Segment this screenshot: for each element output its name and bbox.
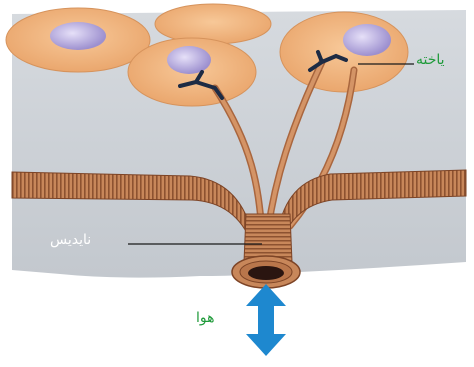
nucleus-top-left xyxy=(50,22,106,50)
trachea-label: نایدیس xyxy=(50,233,91,247)
cell-top-middle xyxy=(155,4,271,44)
air-label: هوا xyxy=(196,311,215,325)
spiracle xyxy=(232,256,300,288)
double-arrow-icon xyxy=(246,284,286,356)
cell-right xyxy=(280,12,408,92)
trachea-main-trunk xyxy=(244,214,292,262)
nucleus-right xyxy=(343,24,391,56)
cell-label: یاخته xyxy=(416,53,445,67)
nucleus-center xyxy=(167,46,211,74)
